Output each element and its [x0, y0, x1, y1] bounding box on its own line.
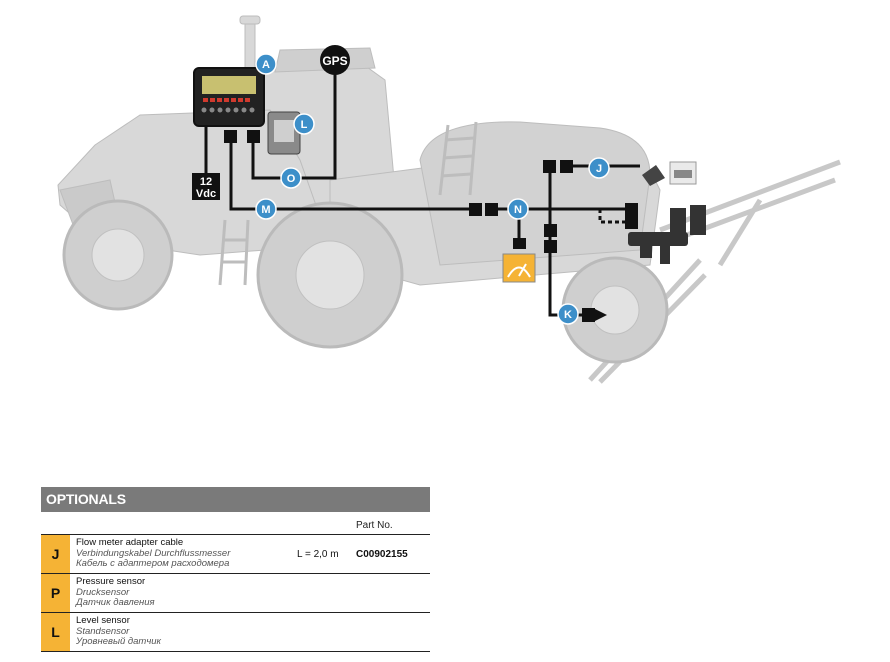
row-name-en: Pressure sensor — [76, 576, 146, 587]
callout-j: J — [588, 157, 610, 179]
connectors — [224, 130, 638, 322]
row-name-de: Standsensor — [76, 625, 130, 637]
row-name-de: Verbindungskabel Durchflussmesser — [76, 547, 231, 559]
row-description: Flow meter adapter cable Verbindungskabe… — [70, 535, 230, 573]
callout-k: K — [557, 303, 579, 325]
row-name-ru: Датчик давления — [76, 597, 155, 608]
gps-label: GPS — [322, 54, 347, 68]
display-unit — [193, 67, 265, 127]
power-label: 12 Vdc — [192, 173, 220, 200]
row-letter: P — [41, 574, 70, 612]
row-name-ru: Уровневый датчик — [76, 636, 162, 647]
row-description: Pressure sensor Drucksensor Датчик давле… — [70, 574, 155, 612]
optionals-title: OPTIONALS — [41, 487, 430, 512]
callout-m: M — [255, 198, 277, 220]
power-label-line1: 12 — [200, 176, 212, 188]
callout-a: A — [255, 53, 277, 75]
power-label-line2: Vdc — [196, 188, 216, 200]
wiring-diagram: 12 Vdc GPS A L O M N J K — [57, 15, 841, 384]
row-letter: J — [41, 535, 70, 573]
callout-l: L — [293, 113, 315, 135]
optionals-row-p: P Pressure sensor Drucksensor Датчик дав… — [41, 573, 430, 612]
gps-badge: GPS — [320, 45, 350, 75]
callout-k-label: K — [564, 309, 572, 321]
level-sensor-box — [267, 111, 301, 155]
optionals-table: OPTIONALS Part No. J Flow meter adapter … — [41, 487, 430, 652]
row-letter: L — [41, 613, 70, 651]
row-name-de: Drucksensor — [76, 586, 130, 598]
callout-m-label: M — [261, 204, 270, 216]
flow-meter-icon — [642, 161, 697, 186]
callout-j-label: J — [596, 163, 602, 175]
row-part-number: C00902155 — [356, 549, 408, 560]
row-name-en: Flow meter adapter cable — [76, 537, 184, 548]
callout-n: N — [507, 198, 529, 220]
optionals-row-j: J Flow meter adapter cable Verbindungska… — [41, 534, 430, 573]
callout-o: O — [280, 167, 302, 189]
callout-a-label: A — [262, 59, 270, 71]
tractor-illustration — [57, 15, 841, 384]
callout-l-label: L — [301, 119, 308, 131]
row-length: L = 2,0 m — [297, 549, 339, 560]
optionals-row-l: L Level sensor Standsensor Уровневый дат… — [41, 612, 430, 652]
row-name-en: Level sensor — [76, 615, 130, 626]
optionals-column-header: Part No. — [41, 512, 430, 534]
valve-block-icon — [628, 205, 706, 264]
callout-n-label: N — [514, 204, 522, 216]
part-no-header: Part No. — [356, 520, 393, 531]
wheels — [62, 199, 669, 364]
callout-o-label: O — [287, 173, 296, 185]
row-name-ru: Кабель с адаптером расходомера — [76, 558, 230, 569]
pressure-sensor-icon — [502, 253, 536, 283]
row-description: Level sensor Standsensor Уровневый датчи… — [70, 613, 161, 651]
